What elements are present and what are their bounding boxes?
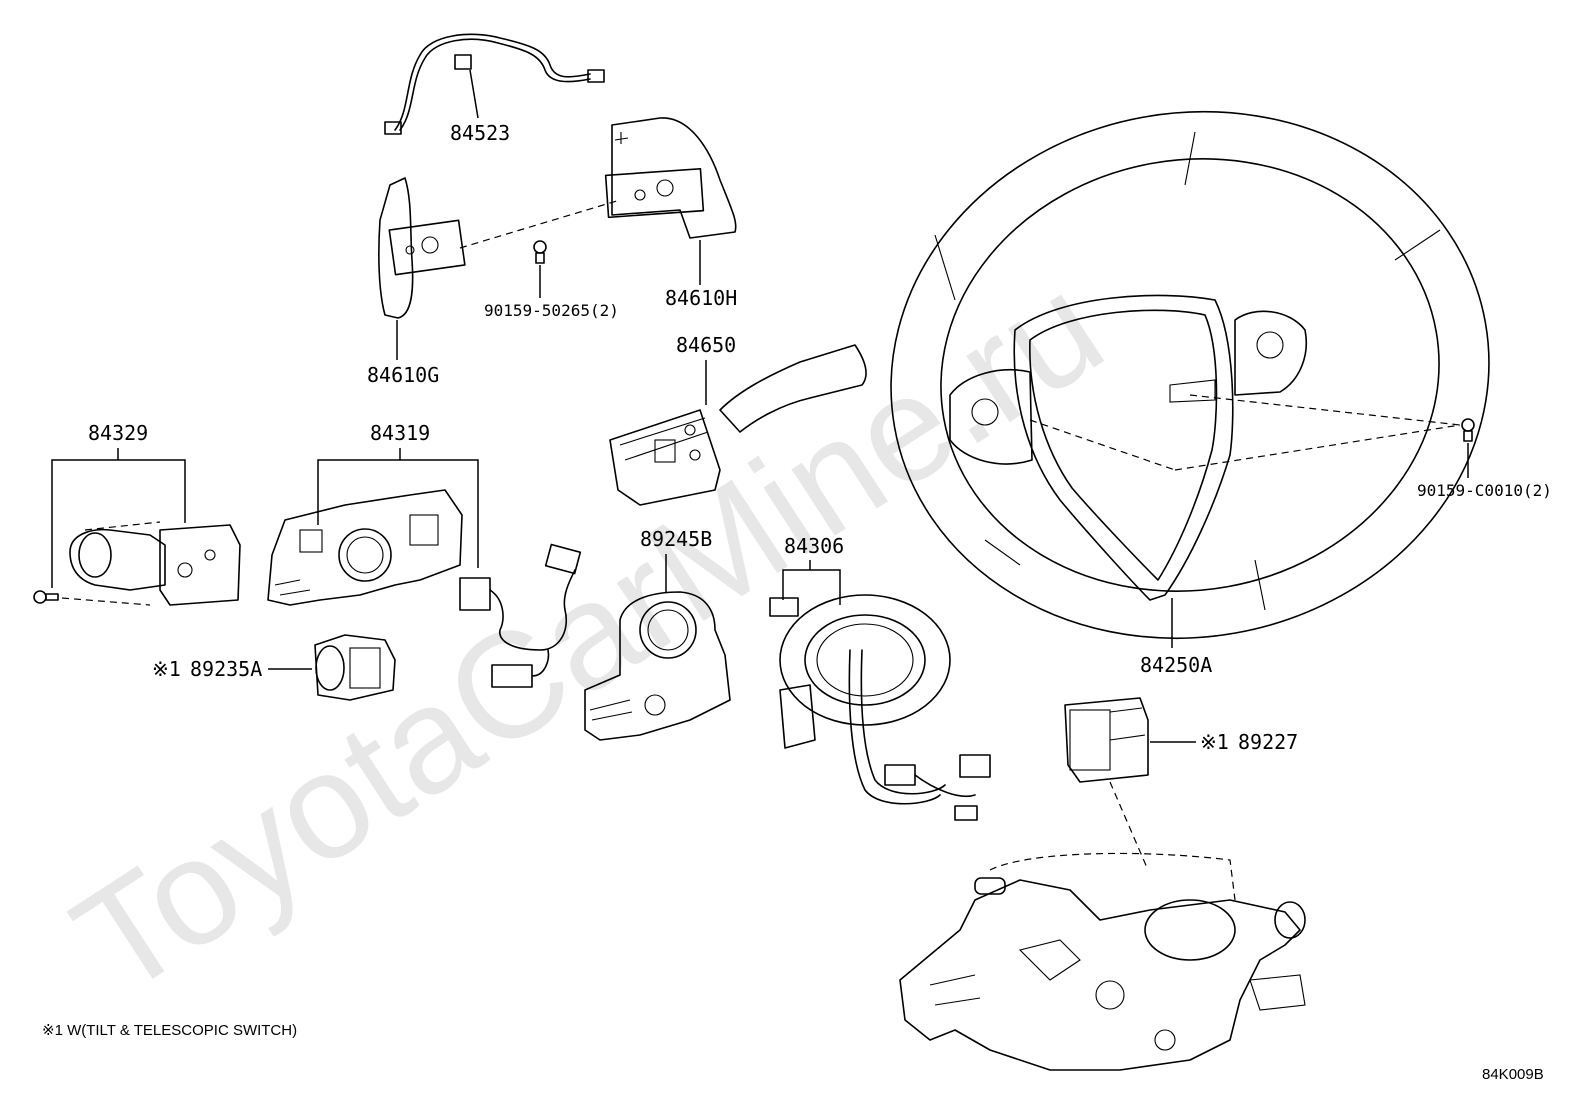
paddle-84610H-drawing [604, 117, 737, 239]
steering-wheel-84250A-drawing [890, 110, 1490, 640]
wiper-switch-84650-drawing [609, 344, 867, 506]
label-90159-50265[interactable]: 90159-50265(2) [484, 301, 619, 320]
marker-89235A[interactable]: ※1 [152, 657, 181, 681]
motor-89227-drawing [1064, 697, 1149, 783]
label-84610H[interactable]: 84610H [665, 286, 737, 310]
label-90159-C0010[interactable]: 90159-C0010(2) [1417, 481, 1552, 500]
label-84329[interactable]: 84329 [88, 421, 148, 445]
footnote: ※1 W(TILT & TELESCOPIC SWITCH) [42, 1022, 297, 1039]
paddle-84610G-drawing [378, 177, 466, 319]
switch-body-84319-drawing [267, 489, 463, 606]
light-switch-84329-drawing [61, 521, 241, 606]
spiral-cable-84306-drawing [769, 594, 991, 821]
steering-column-drawing [899, 852, 1306, 1071]
screw-90159-C0010-drawing [1461, 418, 1475, 442]
label-84523[interactable]: 84523 [450, 121, 510, 145]
steering-sensor-89245B-drawing [584, 591, 731, 741]
marker-89227[interactable]: ※1 [1200, 730, 1229, 754]
label-84250A[interactable]: 84250A [1140, 653, 1212, 677]
diagram-code: 84K009B [1482, 1066, 1544, 1083]
label-84610G[interactable]: 84610G [367, 363, 439, 387]
harness-84319-drawing [459, 543, 582, 688]
screw-90159-50265-drawing [533, 240, 547, 264]
watermark: ToyotaCarMine.ru [46, 241, 1130, 1027]
label-89235A[interactable]: 89235A [190, 657, 262, 681]
label-84319[interactable]: 84319 [370, 421, 430, 445]
switch-89235A-drawing [314, 634, 396, 701]
label-84650[interactable]: 84650 [676, 333, 736, 357]
label-84306[interactable]: 84306 [784, 534, 844, 558]
wire-harness-84523-drawing [384, 33, 605, 135]
screw-84329-drawing [33, 590, 59, 604]
label-89227[interactable]: 89227 [1238, 730, 1298, 754]
label-89245B[interactable]: 89245B [640, 527, 712, 551]
